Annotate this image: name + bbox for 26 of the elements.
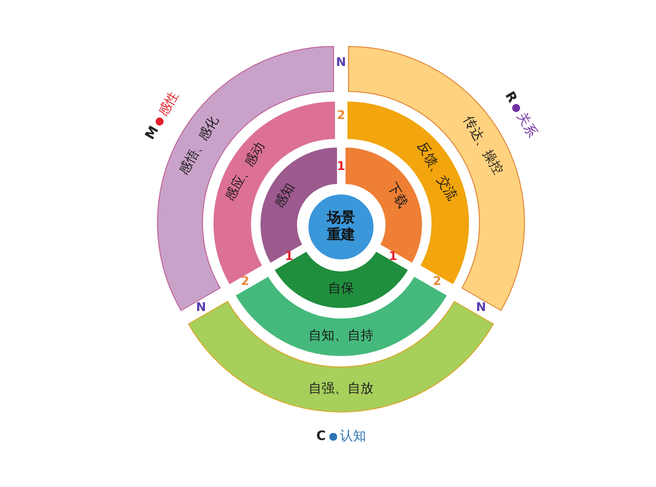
segment-label: 感知 <box>273 180 300 210</box>
segment-label: 自知、自持 <box>308 330 374 344</box>
ring-segment <box>188 301 494 412</box>
level-marker: 1 <box>388 250 398 262</box>
segment-label: 反馈、交流 <box>414 140 459 204</box>
level-marker: 1 <box>284 250 294 262</box>
category-label: 关系 <box>513 110 539 140</box>
segment-label: 自保 <box>328 282 354 298</box>
level-marker: N <box>336 56 346 68</box>
category-letter: R <box>501 90 519 106</box>
segment-label: 自强、自放 <box>308 382 374 397</box>
category-letter: M <box>144 124 162 142</box>
level-marker: 1 <box>336 160 346 172</box>
segment-label: 传达、操控 <box>458 114 504 178</box>
category-label: 认知 <box>340 430 366 444</box>
level-marker: 2 <box>432 275 442 287</box>
category-letter: C <box>316 430 326 444</box>
center-label: 场景重建 <box>326 210 356 244</box>
level-marker: N <box>476 301 486 313</box>
segment-label: 感应、感动 <box>223 140 268 204</box>
ring-segment <box>272 250 410 310</box>
level-marker: 2 <box>336 109 346 121</box>
ring-segment <box>234 274 448 358</box>
segment-label: 下载 <box>382 180 409 210</box>
level-marker: 2 <box>240 275 250 287</box>
level-marker: N <box>196 301 206 313</box>
